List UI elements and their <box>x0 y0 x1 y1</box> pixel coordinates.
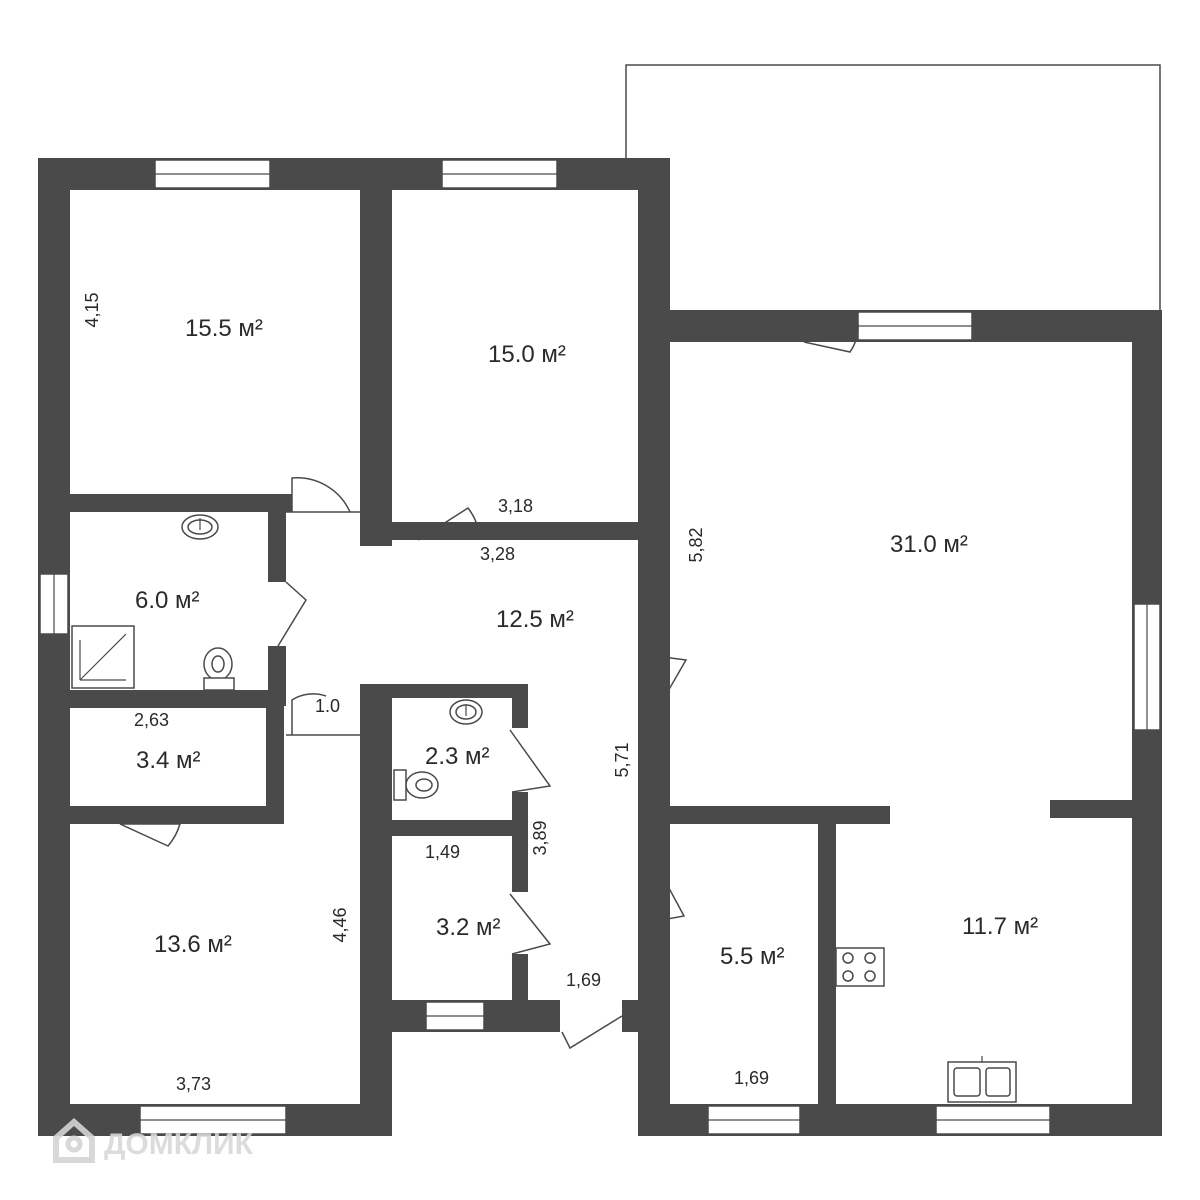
window-kitchen <box>935 1105 1051 1135</box>
watermark-text: ДОМКЛИК <box>104 1128 254 1161</box>
area-label-toilet: 2.3 м² <box>425 743 490 770</box>
area-label-hallway: 12.5 м² <box>496 606 574 633</box>
stove-icon <box>835 947 885 987</box>
dim-label-3-89: 3,89 <box>530 820 550 855</box>
dim-label-3-28: 3,28 <box>480 544 515 564</box>
dim-label-5-82: 5,82 <box>686 527 706 562</box>
area-label-bedroom-bottom-left: 13.6 м² <box>154 931 232 958</box>
area-label-closet: 3.4 м² <box>136 747 201 774</box>
dim-label-1-0: 1.0 <box>315 696 340 716</box>
wc-toilet-icon <box>393 769 439 801</box>
area-label-bedroom-top-left: 15.5 м² <box>185 315 263 342</box>
window-left-bath <box>39 573 69 635</box>
window-top-middle <box>441 159 558 189</box>
window-right-living <box>1133 603 1161 731</box>
terrace-outline <box>625 64 1161 310</box>
window-living-top <box>857 311 973 341</box>
window-bottom-left <box>139 1105 287 1135</box>
window-storage <box>425 1001 485 1031</box>
dim-label-4-15: 4,15 <box>82 292 102 327</box>
area-label-bathroom: 6.0 м² <box>135 587 200 614</box>
shower-icon <box>71 625 135 689</box>
area-label-living-room: 31.0 м² <box>890 531 968 558</box>
bath-sink-icon <box>181 514 219 540</box>
area-label-storage: 3.2 м² <box>436 914 501 941</box>
toilet-sink-icon <box>449 699 483 725</box>
dim-label-3-18: 3,18 <box>498 496 533 516</box>
windows <box>39 159 1161 1135</box>
area-label-bedroom-top-middle: 15.0 м² <box>488 341 566 368</box>
dim-label-3-73: 3,73 <box>176 1074 211 1094</box>
doors <box>119 323 859 1050</box>
dim-label-1-69-room: 1,69 <box>734 1068 769 1088</box>
dim-label-4-46: 4,46 <box>330 907 350 942</box>
dim-label-1-49: 1,49 <box>425 842 460 862</box>
watermark: ДОМКЛИК <box>53 1117 254 1163</box>
house-logo-icon <box>53 1117 95 1163</box>
area-label-small-room: 5.5 м² <box>720 943 785 970</box>
dim-label-5-71: 5,71 <box>612 742 632 777</box>
dim-label-2-63: 2,63 <box>134 710 169 730</box>
window-small-room <box>707 1105 801 1135</box>
window-top-left <box>154 159 271 189</box>
interior-walls <box>70 158 1132 1136</box>
bath-toilet-icon <box>203 647 235 691</box>
kitchen-sink-icon <box>947 1056 1017 1103</box>
area-label-kitchen: 11.7 м² <box>962 913 1038 940</box>
dim-label-1-69-hall: 1,69 <box>566 970 601 990</box>
